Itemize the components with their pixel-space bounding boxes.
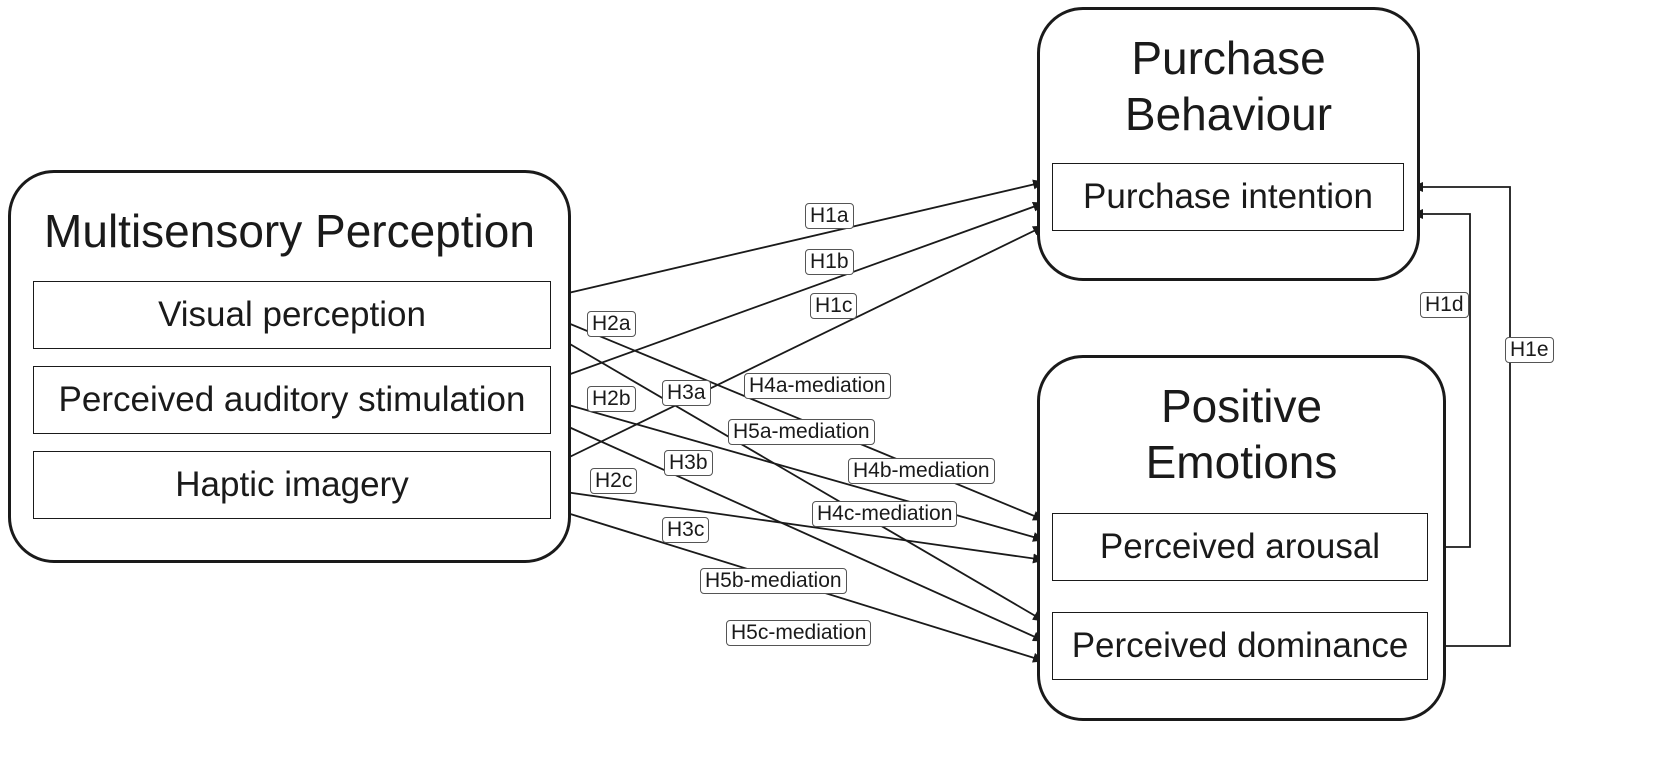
label-h4b-mediation: H4b-mediation (848, 458, 995, 484)
edge-h2c (550, 489, 1045, 564)
label-h4c-mediation: H4c-mediation (812, 501, 958, 527)
perceived-arousal-node: Perceived arousal (1052, 513, 1428, 581)
edge-h1c (550, 225, 1045, 467)
haptic-imagery-node: Haptic imagery (33, 451, 551, 519)
edge-h1e (1411, 182, 1511, 647)
edge-h3b (550, 418, 1045, 642)
positive-emotions-title-line2: Emotions (1145, 436, 1338, 488)
label-h2a: H2a (587, 311, 636, 337)
purchase-behaviour-group: Purchase Behaviour (1037, 7, 1420, 281)
edge-h1d (1411, 209, 1471, 548)
edge-h2b (550, 399, 1045, 542)
label-h2c: H2c (590, 468, 638, 494)
visual-perception-node: Visual perception (33, 281, 551, 349)
edge-h2a (550, 315, 1045, 521)
label-h4a-mediation: H4a-mediation (744, 373, 891, 399)
purchase-intention-node: Purchase intention (1052, 163, 1404, 231)
edge-h3a (550, 332, 1045, 622)
positive-emotions-title-line1: Positive (1160, 380, 1323, 432)
label-h1d: H1d (1420, 292, 1469, 318)
label-h2b: H2b (587, 386, 636, 412)
edge-h1b (550, 202, 1045, 382)
edge-h1a (550, 179, 1045, 298)
auditory-stimulation-node: Perceived auditory stimulation (33, 366, 551, 434)
label-h5c-mediation: H5c-mediation (726, 620, 872, 646)
perceived-dominance-node: Perceived dominance (1052, 612, 1428, 680)
label-h5a-mediation: H5a-mediation (728, 419, 875, 445)
purchase-behaviour-title-line1: Purchase (1131, 32, 1326, 84)
multisensory-perception-title: Multisensory Perception (44, 205, 535, 257)
label-h1e: H1e (1505, 337, 1554, 363)
label-h1b: H1b (805, 249, 854, 275)
label-h5b-mediation: H5b-mediation (700, 568, 847, 594)
purchase-behaviour-title-line2: Behaviour (1124, 88, 1333, 140)
label-h3a: H3a (662, 380, 711, 406)
label-h1a: H1a (805, 203, 854, 229)
label-h3b: H3b (664, 450, 713, 476)
label-h1c: H1c (810, 293, 858, 319)
label-h3c: H3c (662, 517, 710, 543)
